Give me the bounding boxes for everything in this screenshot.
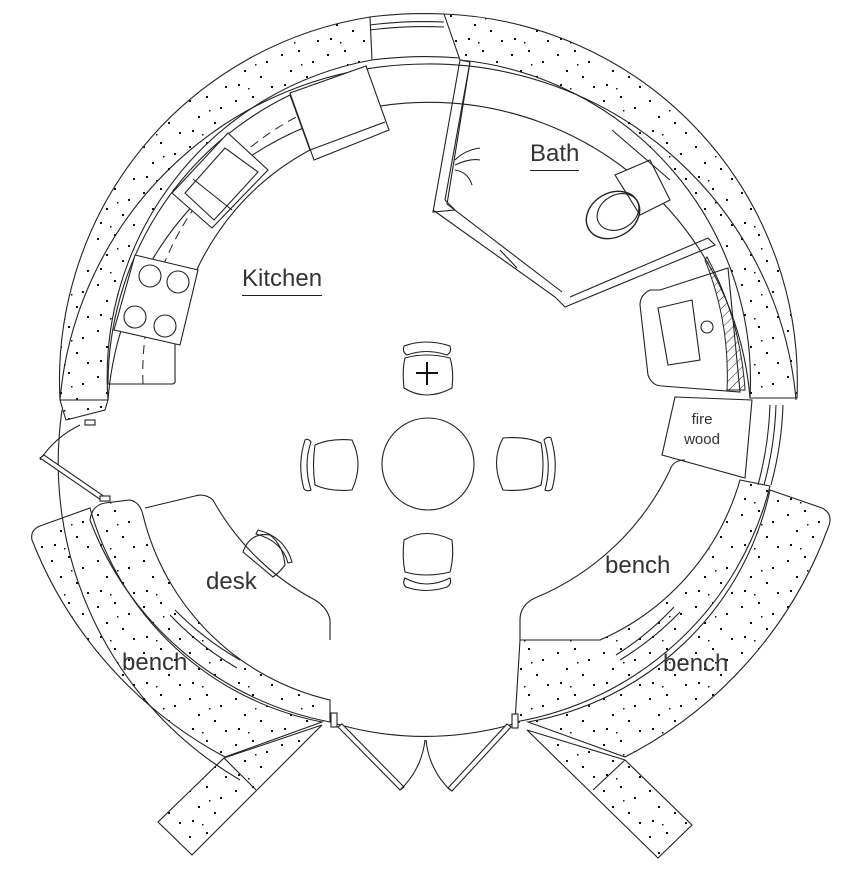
chair-bottom xyxy=(402,532,454,592)
bench-outer-left xyxy=(31,499,331,758)
firewood-line1: fire xyxy=(691,411,713,428)
toilet xyxy=(585,159,671,240)
firewood-line2: wood xyxy=(684,431,720,448)
firewood-box xyxy=(661,396,753,479)
side-door[interactable] xyxy=(39,419,111,502)
refrigerator xyxy=(289,65,390,161)
window-right xyxy=(757,404,784,486)
desk-chair xyxy=(242,529,293,578)
buttress-left xyxy=(157,724,323,856)
room-label-bath: Bath xyxy=(530,141,580,171)
buttress-right xyxy=(526,729,693,859)
outer-wall xyxy=(58,13,798,401)
room-label-kitchen: Kitchen xyxy=(242,266,323,296)
entry-threshold xyxy=(329,721,521,737)
crosshair-cursor-icon xyxy=(416,362,438,385)
inner-wall xyxy=(107,101,751,401)
area-label-bench-right-outer: bench xyxy=(663,650,729,677)
area-label-bench-right-inner: bench xyxy=(605,552,671,579)
desk-outline xyxy=(144,494,331,640)
entry-double-door[interactable] xyxy=(330,712,519,792)
window-lower-right xyxy=(615,606,681,661)
area-label-desk: desk xyxy=(206,568,257,595)
bath-counter xyxy=(611,129,671,181)
chair-top xyxy=(402,341,454,396)
bathroom-sink-counter xyxy=(639,256,746,393)
kitchen-sink xyxy=(171,132,269,229)
chair-left xyxy=(300,438,359,492)
bench-outer-right xyxy=(514,479,831,758)
dining-table xyxy=(381,417,475,511)
stove xyxy=(113,254,199,346)
window-left xyxy=(169,609,241,669)
bench-inner-right xyxy=(519,459,686,640)
bath-walls xyxy=(432,59,716,308)
area-label-firewood: fire wood xyxy=(680,410,724,450)
area-label-bench-left: bench xyxy=(122,649,188,676)
chair-right xyxy=(495,436,556,492)
